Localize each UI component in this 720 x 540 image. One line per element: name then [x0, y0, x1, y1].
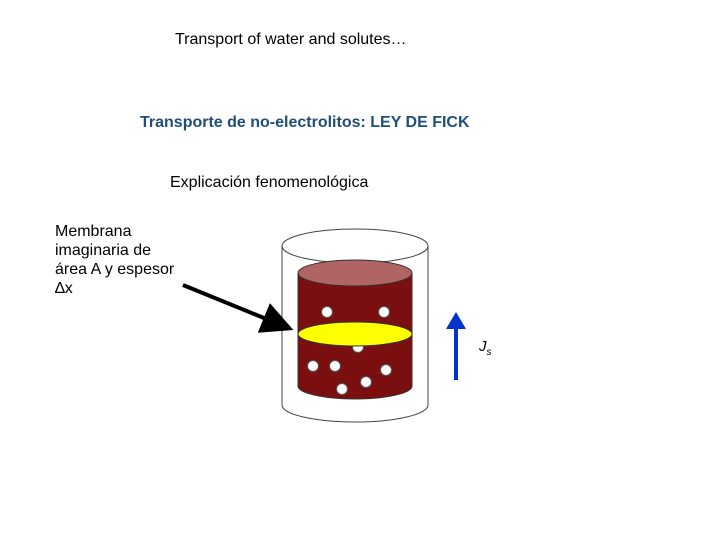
solute-particle [337, 384, 348, 395]
slide-subtitle: Transporte de no-electrolitos: LEY DE FI… [140, 114, 470, 132]
explanation-heading: Explicación fenomenológica [170, 174, 368, 192]
membrane-label-line: imaginaria de [55, 241, 215, 260]
slide-title: Transport of water and solutes… [175, 31, 407, 49]
membrane-label-line: ∆x [55, 279, 215, 298]
membrane-label-line: Membrana [55, 222, 215, 241]
imaginary-membrane [298, 322, 412, 346]
flux-label: Js [479, 338, 492, 358]
flux-arrow [446, 312, 466, 380]
membrane-label-line: área A y espesor [55, 260, 215, 279]
solute-particle [381, 365, 392, 376]
solute-particle [322, 307, 333, 318]
solute-particle [379, 307, 390, 318]
solute-particle [308, 361, 319, 372]
flux-subscript: s [487, 347, 492, 358]
membrane-label: Membrana imaginaria de área A y espesor … [55, 222, 215, 298]
flux-symbol: J [479, 338, 487, 355]
solute-particle [361, 377, 372, 388]
solute-particle [330, 361, 341, 372]
